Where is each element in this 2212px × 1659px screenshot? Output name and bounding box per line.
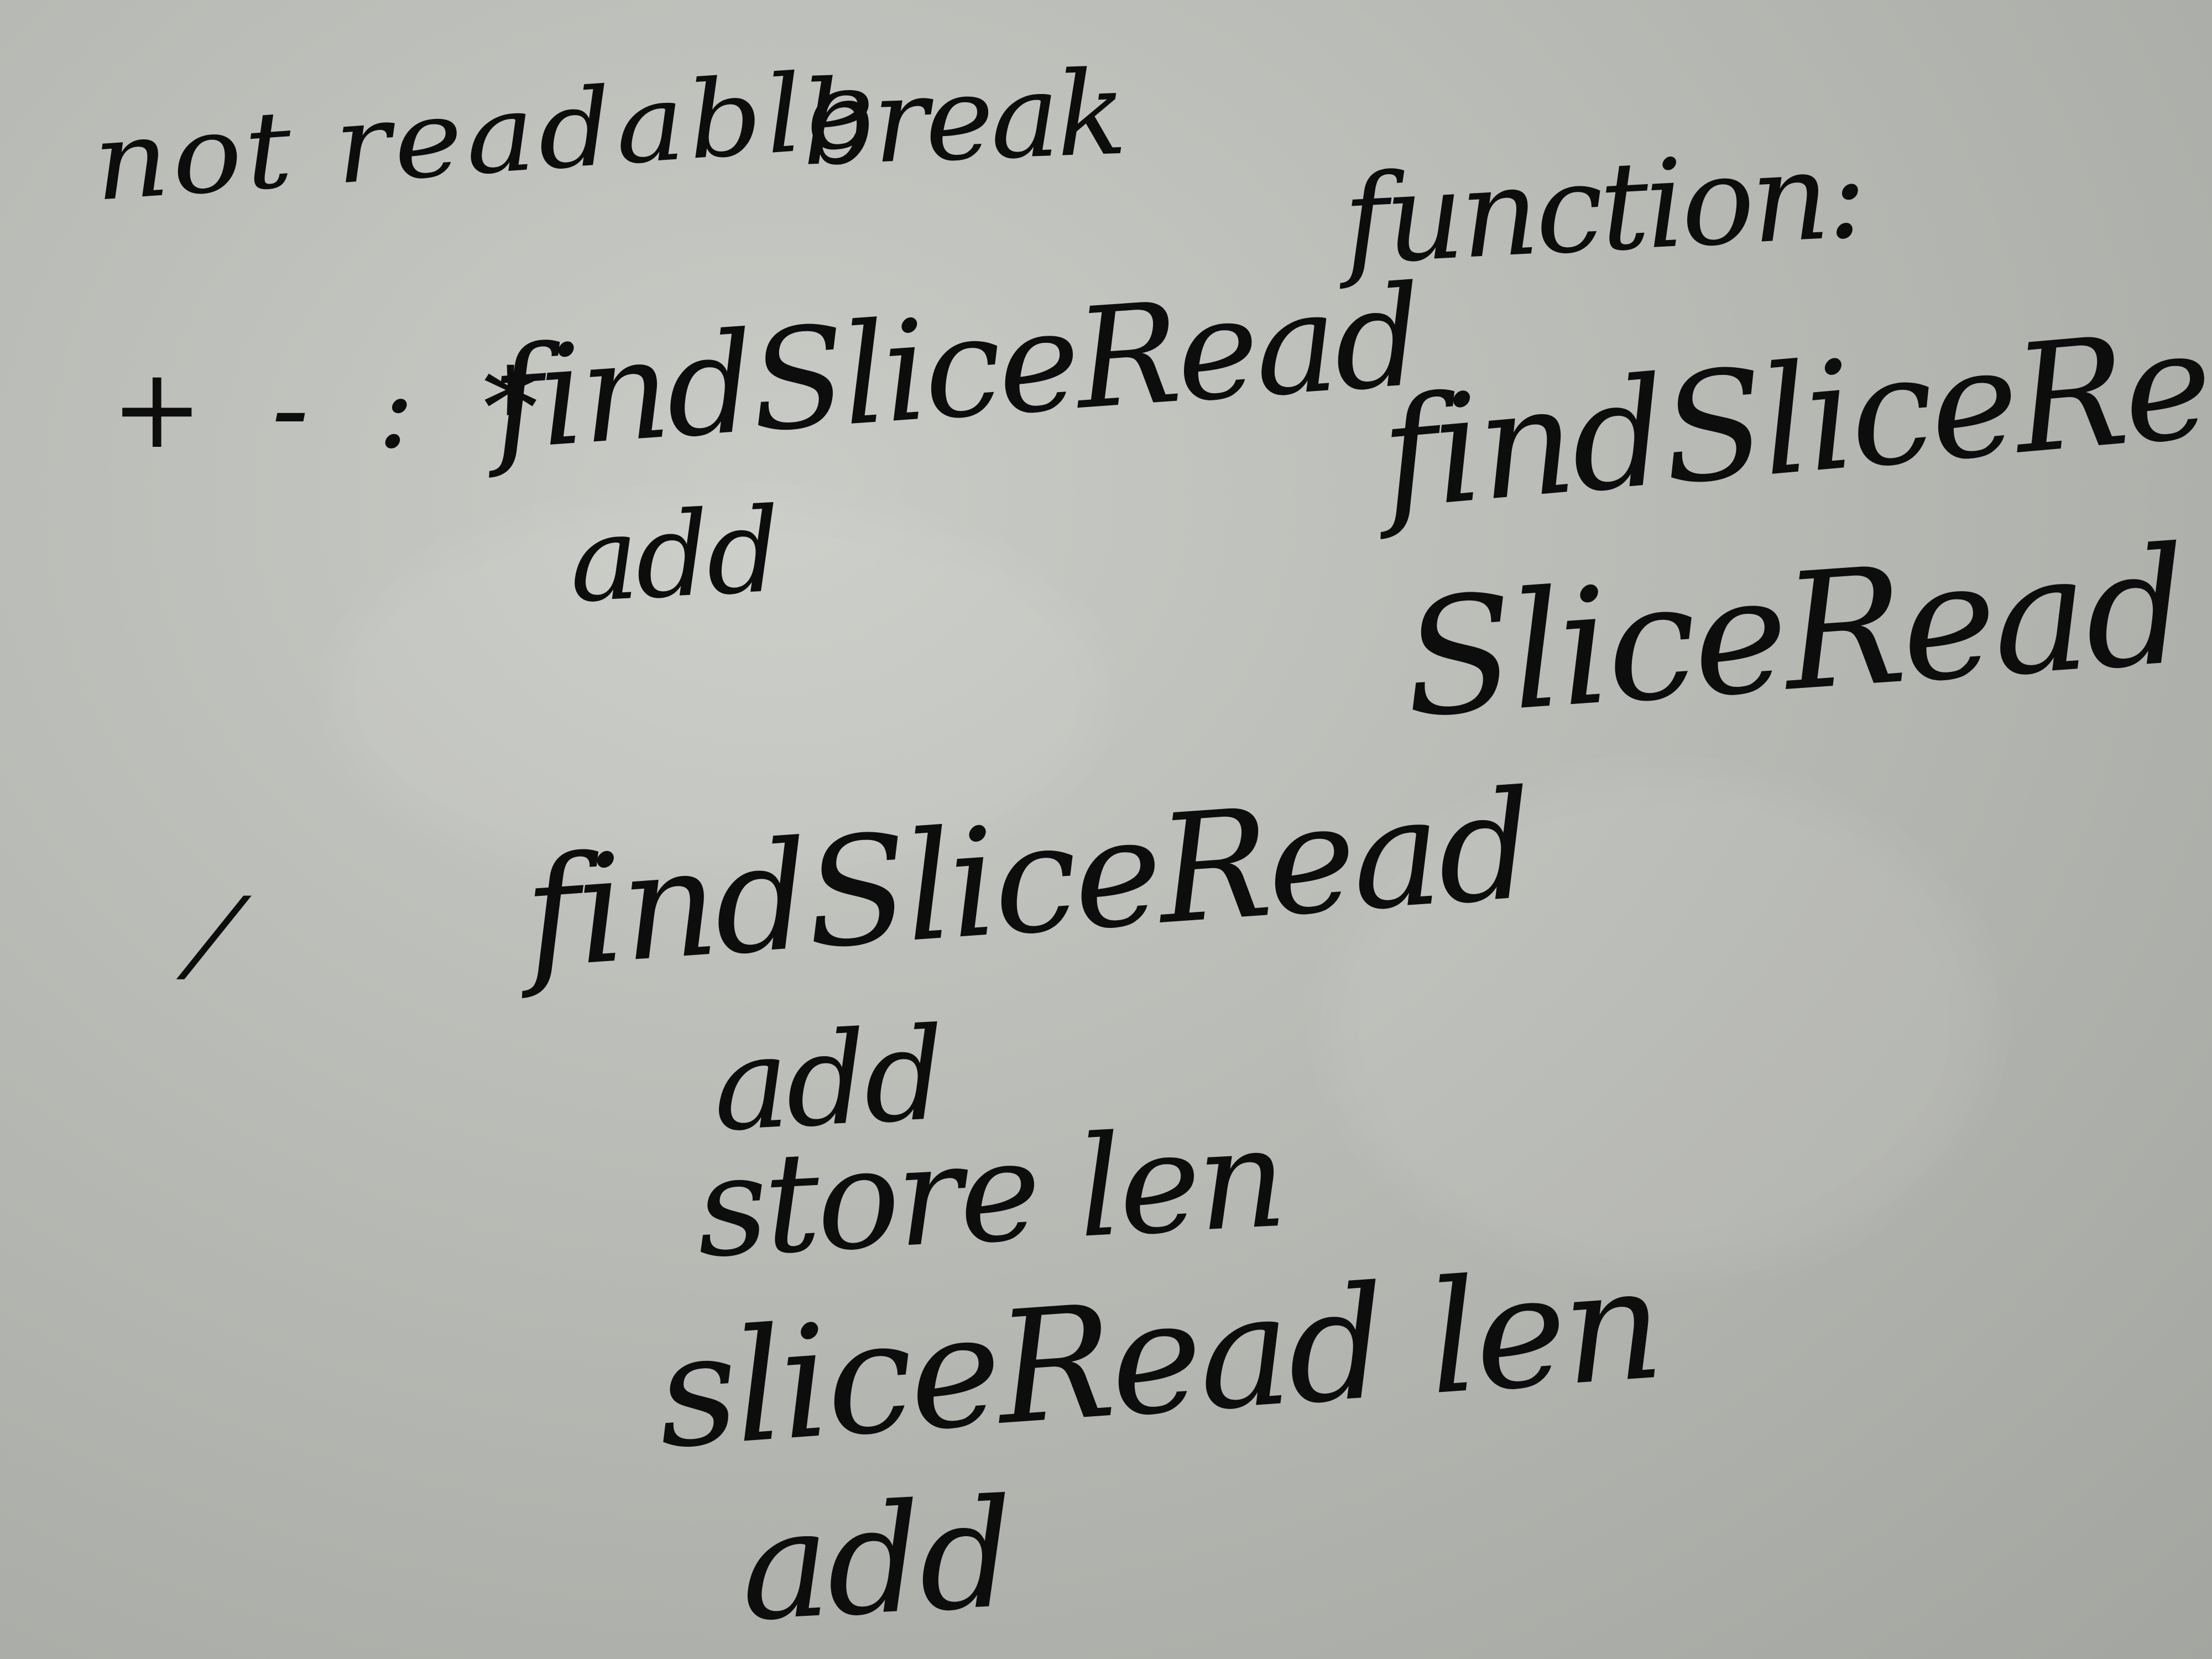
note-group1-findslice: findSliceRead [486,255,1425,481]
note-group2-add-final: add [736,1466,1016,1655]
whiteboard-smudge [332,498,1106,885]
note-function-findslice: findSliceRead [1375,281,2212,543]
note-group2-store-len: store len [692,1097,1287,1288]
note-function-sliceread: SliceRead [1398,513,2190,754]
note-break: break [799,45,1126,192]
note-operators: + - : * [111,345,555,473]
note-not-operator: ⁄ [205,875,223,1004]
note-not-readable: not readable [90,46,882,225]
note-group1-add: add [566,482,781,629]
whiteboard-smudge [1327,774,1991,1272]
note-function-heading: function: [1340,123,1867,292]
